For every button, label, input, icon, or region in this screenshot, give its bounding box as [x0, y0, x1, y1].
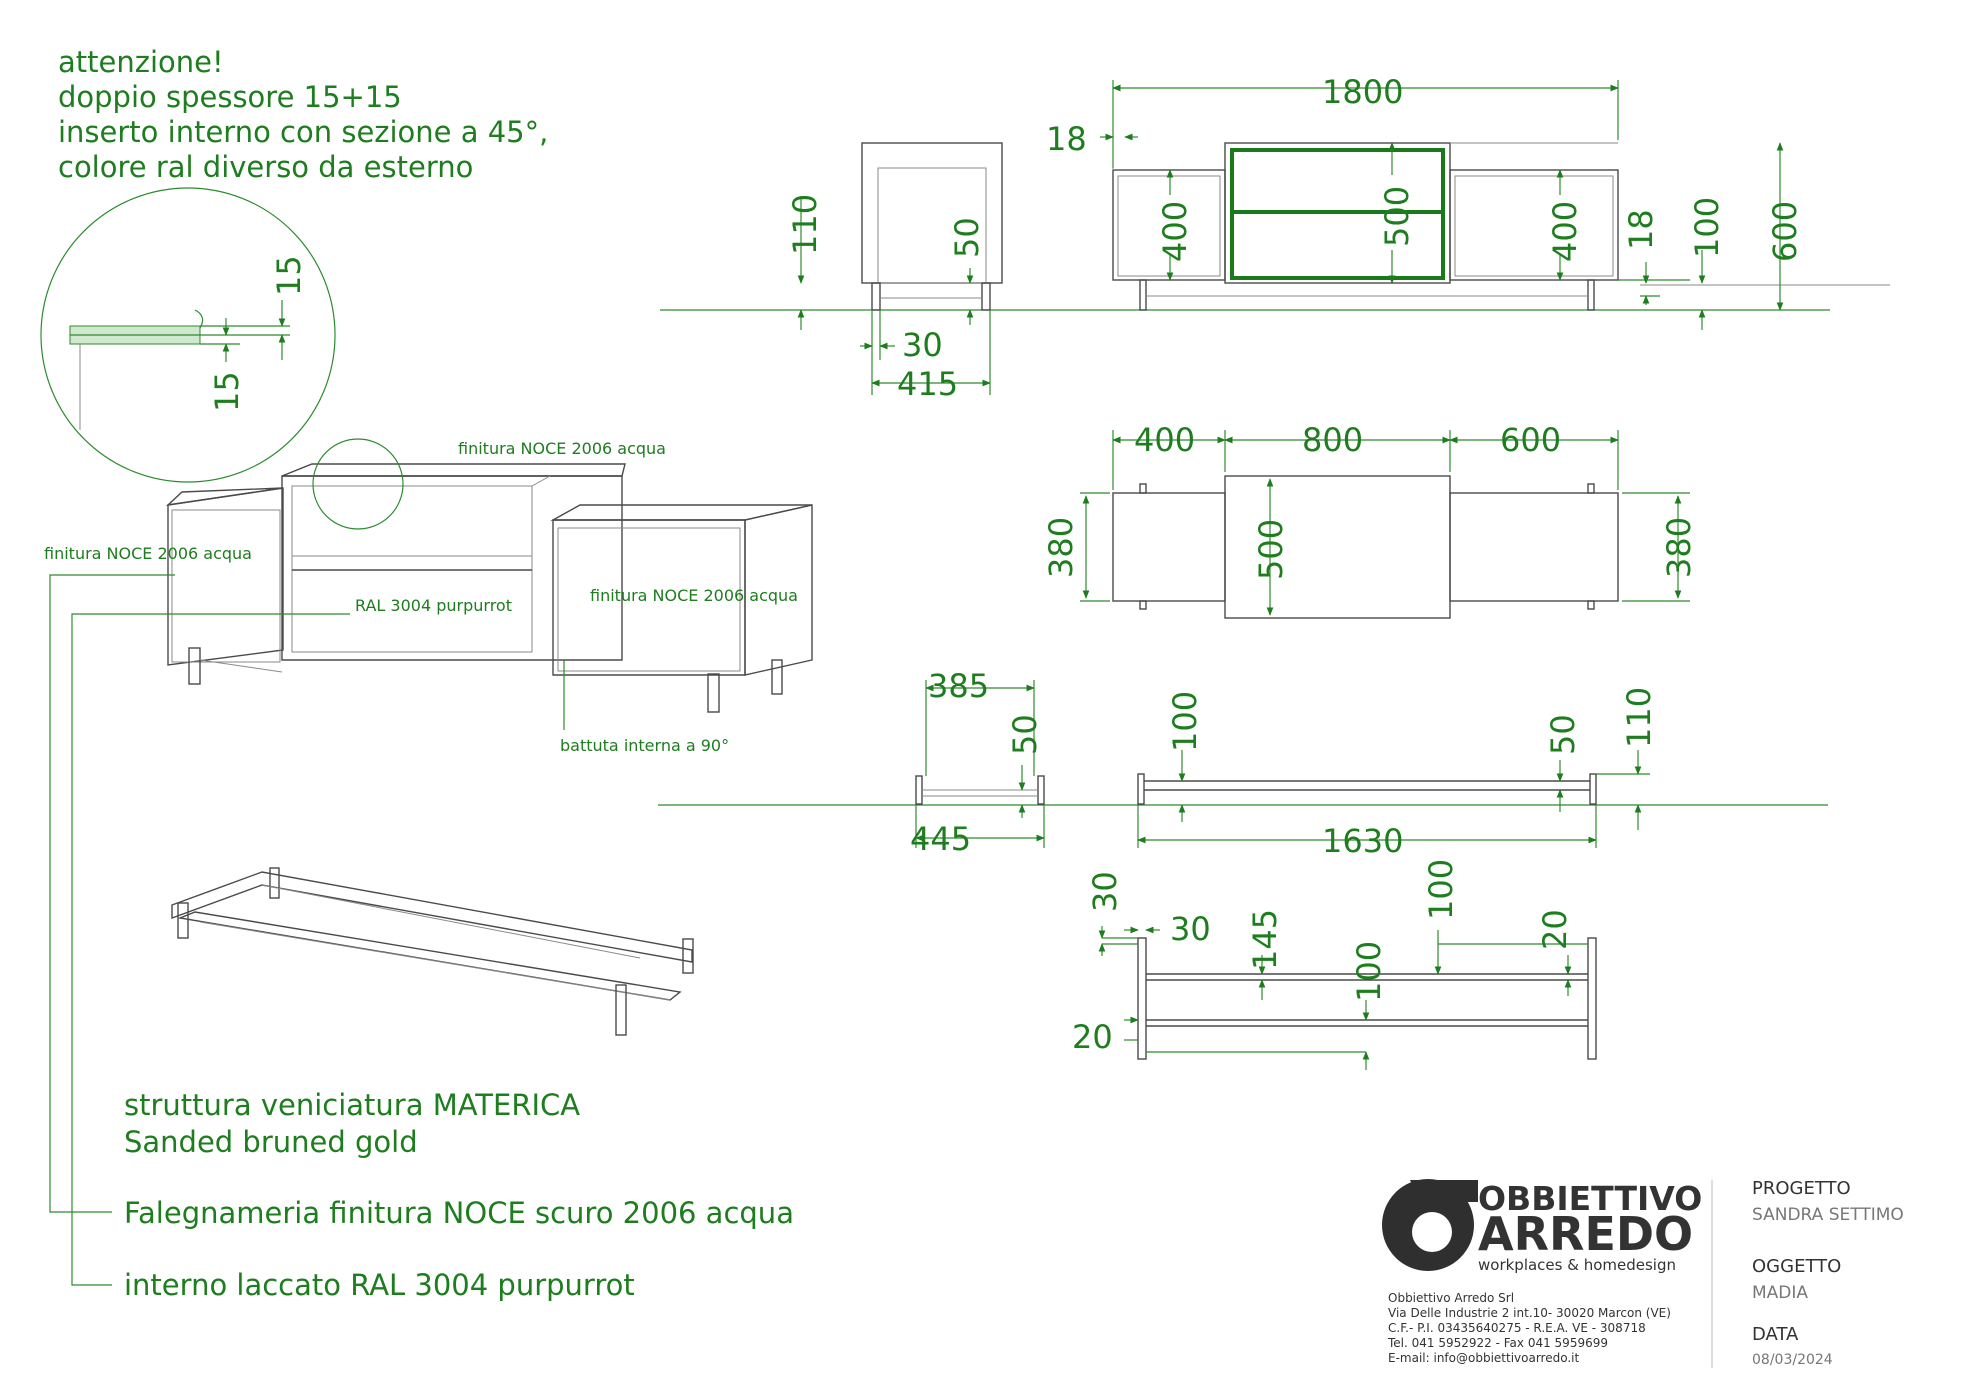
base-dim-1630: 1630 [1322, 822, 1403, 860]
front-dim-500: 500 [1378, 186, 1416, 247]
baseplan-dim-20-right: 20 [1536, 909, 1574, 950]
plan-dim-800: 800 [1302, 421, 1363, 459]
company-name: Obbiettivo Arredo Srl [1388, 1291, 1514, 1305]
base-plan-view: 30 30 145 100 100 20 20 [1072, 859, 1597, 1070]
front-dim-400-left: 400 [1156, 201, 1194, 262]
note-line-1: attenzione! [58, 45, 224, 79]
baseplan-dim-20-left: 20 [1072, 1018, 1113, 1056]
front-dim-1800: 1800 [1322, 73, 1403, 111]
legend: struttura veniciatura MATERICA Sanded br… [124, 1088, 794, 1302]
progetto-value: SANDRA SETTIMO [1752, 1205, 1904, 1225]
baseplan-dim-100-mid: 100 [1350, 941, 1388, 1002]
note-line-4: colore ral diverso da esterno [58, 150, 473, 184]
brand-line-2: ARREDO [1478, 1207, 1693, 1261]
front-dim-18-vert: 18 [1622, 209, 1660, 250]
baseplan-dim-30-horiz: 30 [1170, 910, 1211, 948]
company-tax: C.F.- P.I. 03435640275 - R.E.A. VE - 308… [1388, 1321, 1646, 1335]
label-center-ral: RAL 3004 purpurrot [355, 596, 512, 615]
side-dim-50: 50 [948, 217, 986, 258]
detail-circle: 15 15 [40, 187, 336, 483]
plan-view: 400 800 600 380 500 380 [1042, 421, 1698, 619]
brand-tagline: workplaces & homedesign [1478, 1256, 1676, 1274]
front-dim-18: 18 [1046, 120, 1087, 158]
perspective-labels: finitura NOCE 2006 acqua finitura NOCE 2… [44, 439, 798, 1286]
data-value: 08/03/2024 [1752, 1352, 1833, 1368]
baseplan-dim-30-vert: 30 [1086, 871, 1124, 912]
legend-line-1: struttura veniciatura MATERICA [124, 1088, 580, 1122]
side-dim-415: 415 [897, 365, 958, 403]
base-dim-50-front: 50 [1544, 714, 1582, 755]
front-view: 1800 18 400 500 400 18 100 600 [1046, 73, 1890, 330]
brand-line-1: OBBIETTIVO [1478, 1179, 1702, 1218]
front-dim-600: 600 [1766, 201, 1804, 262]
oggetto-label: OGGETTO [1752, 1256, 1841, 1277]
label-bottom-note: battuta interna a 90° [560, 736, 729, 755]
oggetto-value: MADIA [1752, 1283, 1808, 1303]
legend-line-3: Falegnameria finitura NOCE scuro 2006 ac… [124, 1196, 794, 1230]
base-views: 385 50 445 100 50 110 1630 [658, 667, 1828, 860]
perspective-sideboard [165, 438, 813, 713]
base-dim-445: 445 [910, 820, 971, 858]
front-dim-100: 100 [1688, 197, 1726, 258]
label-top-finish: finitura NOCE 2006 acqua [458, 439, 666, 458]
base-frame-perspective [171, 867, 694, 1036]
header-note: attenzione! doppio spessore 15+15 insert… [58, 45, 548, 184]
company-email: E-mail: info@obbiettivoarredo.it [1388, 1351, 1579, 1365]
side-dim-30: 30 [902, 326, 943, 364]
legend-line-4: interno laccato RAL 3004 purpurrot [124, 1268, 635, 1302]
detail-dim-bottom: 15 [208, 371, 246, 412]
obbiettivo-logo: OBBIETTIVO ARREDO workplaces & homedesig… [1382, 1179, 1702, 1274]
plan-dim-400: 400 [1134, 421, 1195, 459]
side-view: 110 50 30 415 [660, 142, 1830, 403]
progetto-label: PROGETTO [1752, 1178, 1851, 1199]
base-dim-385: 385 [928, 667, 989, 705]
plan-dim-600: 600 [1500, 421, 1561, 459]
company-address: Via Delle Industrie 2 int.10- 30020 Marc… [1388, 1306, 1671, 1320]
base-dim-110: 110 [1620, 687, 1658, 748]
plan-dim-380-right: 380 [1660, 517, 1698, 578]
legend-line-2: Sanded bruned gold [124, 1125, 418, 1159]
title-block: OBBIETTIVO ARREDO workplaces & homedesig… [1382, 1178, 1904, 1368]
label-right-finish: finitura NOCE 2006 acqua [590, 586, 798, 605]
company-phone: Tel. 041 5952922 - Fax 041 5959699 [1387, 1336, 1608, 1350]
base-dim-50-side: 50 [1006, 714, 1044, 755]
label-left-finish: finitura NOCE 2006 acqua [44, 544, 252, 563]
baseplan-dim-145: 145 [1246, 909, 1284, 970]
plan-dim-500: 500 [1252, 519, 1290, 580]
detail-dim-top: 15 [270, 255, 308, 296]
base-dim-100: 100 [1166, 691, 1204, 752]
note-line-2: doppio spessore 15+15 [58, 80, 402, 114]
side-dim-110: 110 [786, 194, 824, 255]
baseplan-dim-100-top: 100 [1422, 859, 1460, 920]
note-line-3: inserto interno con sezione a 45°, [58, 115, 548, 149]
front-dim-400-right: 400 [1546, 201, 1584, 262]
data-label: DATA [1752, 1324, 1799, 1345]
plan-dim-380-left: 380 [1042, 517, 1080, 578]
